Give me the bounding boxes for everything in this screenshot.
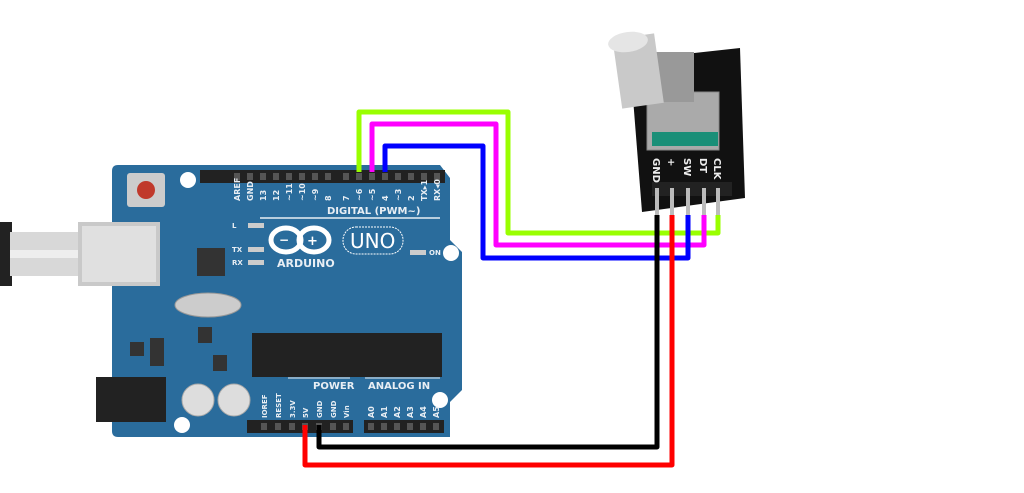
digital-pin-label: ~11 <box>285 183 294 201</box>
digital-pin-label: TX▸1 <box>420 179 429 201</box>
digital-pin-socket[interactable] <box>234 173 240 180</box>
digital-pin-label: 12 <box>272 190 281 201</box>
digital-pin-label: ~10 <box>298 183 307 201</box>
digital-pin-label: ~9 <box>311 188 320 201</box>
atmega-chip <box>252 333 442 377</box>
power-label: POWER <box>313 381 355 392</box>
led-label: TX <box>232 246 243 254</box>
on-led-label: ON <box>429 249 441 257</box>
power-pin-socket[interactable] <box>343 423 349 430</box>
power-pin-socket[interactable] <box>289 423 295 430</box>
power-pin-label: IOREF <box>261 394 269 418</box>
led-indicator <box>248 260 264 265</box>
digital-pin-label: 4 <box>381 195 390 201</box>
uno-label: UNO <box>350 229 395 253</box>
svg-text:−: − <box>279 233 289 247</box>
encoder-pin[interactable] <box>716 188 720 218</box>
analog-header <box>364 420 444 433</box>
power-pin-label: RESET <box>275 393 283 418</box>
digital-pin-socket[interactable] <box>395 173 401 180</box>
digital-pin-socket[interactable] <box>421 173 427 180</box>
analog-pin-label: A1 <box>380 406 389 418</box>
digital-header-label: DIGITAL (PWM~) <box>327 206 420 217</box>
digital-pin-socket[interactable] <box>356 173 362 180</box>
power-pin-label: 3.3V <box>289 400 297 418</box>
arduino-uno-board: AREF GND 13 12 ~11 ~10 ~9 8 7 ~6 ~5 4 ~3 2 TX▸1 RX◂0 DI… <box>78 165 462 437</box>
analog-pin-socket[interactable] <box>368 423 374 430</box>
led-label: RX <box>232 259 243 267</box>
power-pin-socket[interactable] <box>275 423 281 430</box>
digital-pin-label: 7 <box>342 195 351 201</box>
encoder-pin-label: + <box>665 158 676 166</box>
encoder-pin[interactable] <box>655 188 659 218</box>
digital-pin-label: GND <box>246 181 255 201</box>
digital-pin-label: ~6 <box>355 188 364 201</box>
digital-pin-socket[interactable] <box>369 173 375 180</box>
analog-pin-label: A2 <box>393 406 402 418</box>
digital-pin-label: ~5 <box>368 188 377 201</box>
power-header <box>247 420 353 433</box>
digital-pin-label: 8 <box>324 195 333 201</box>
analog-pin-socket[interactable] <box>433 423 439 430</box>
power-pin-label: GND <box>330 400 338 418</box>
encoder-pin[interactable] <box>670 188 674 218</box>
digital-pin-socket[interactable] <box>299 173 305 180</box>
encoder-pin-label: DT <box>697 158 708 173</box>
digital-pin-socket[interactable] <box>273 173 279 180</box>
analog-pin-socket[interactable] <box>420 423 426 430</box>
analog-in-label: ANALOG IN <box>368 381 430 392</box>
power-pin-label: GND <box>316 400 324 418</box>
digital-pin-label: RX◂0 <box>433 179 442 201</box>
wire-gnd-to-gnd[interactable] <box>316 215 660 450</box>
digital-pin-socket[interactable] <box>312 173 318 180</box>
digital-pin-socket[interactable] <box>343 173 349 180</box>
digital-pin-label: 13 <box>259 190 268 201</box>
arduino-logo-text: ARDUINO <box>277 257 335 270</box>
wire-clk-to-pin6[interactable] <box>356 109 721 236</box>
analog-pin-label: A5 <box>432 406 441 418</box>
analog-pin-label: A0 <box>367 406 376 418</box>
led-label: L <box>232 222 237 230</box>
digital-pin-socket[interactable] <box>382 173 388 180</box>
digital-pin-socket[interactable] <box>247 173 253 180</box>
digital-pin-label: 2 <box>407 195 416 201</box>
encoder-pin[interactable] <box>702 188 706 218</box>
wire-sw-to-pin4[interactable] <box>382 143 691 261</box>
power-pin-socket[interactable] <box>261 423 267 430</box>
wires <box>302 109 721 468</box>
power-pin-label: 5V <box>302 407 310 418</box>
digital-pin-socket[interactable] <box>286 173 292 180</box>
wire-vcc-to-5v[interactable] <box>302 215 675 468</box>
digital-pin-label: ~3 <box>394 189 403 201</box>
digital-pin-socket[interactable] <box>325 173 331 180</box>
encoder-pin-label: CLK <box>711 158 722 181</box>
digital-pin-socket[interactable] <box>408 173 414 180</box>
digital-pin-label: AREF <box>233 178 242 201</box>
wire-dt-to-pin5[interactable] <box>369 121 707 248</box>
analog-pin-label: A3 <box>406 406 415 418</box>
arduino-logo: − + <box>268 225 332 255</box>
power-jack <box>96 377 166 422</box>
power-pin-label: Vin <box>343 405 351 418</box>
analog-pin-socket[interactable] <box>381 423 387 430</box>
encoder-pin-label: SW <box>681 158 692 176</box>
digital-pin-socket[interactable] <box>260 173 266 180</box>
analog-pin-label: A4 <box>419 406 428 418</box>
analog-pin-socket[interactable] <box>407 423 413 430</box>
led-indicator <box>248 223 264 228</box>
digital-pin-socket[interactable] <box>434 173 440 180</box>
encoder-pin-label: GND <box>650 158 661 183</box>
encoder-pin[interactable] <box>686 188 690 218</box>
power-pin-socket[interactable] <box>330 423 336 430</box>
svg-text:+: + <box>307 234 318 249</box>
usb-cable <box>0 222 85 286</box>
analog-pin-socket[interactable] <box>394 423 400 430</box>
led-indicator <box>248 247 264 252</box>
